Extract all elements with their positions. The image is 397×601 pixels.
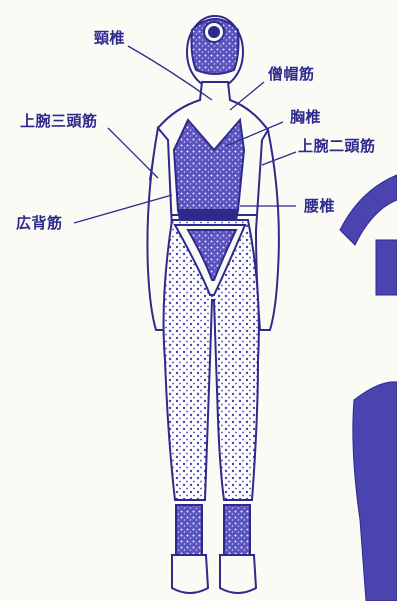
head [187, 16, 243, 88]
label-cervical: 頸椎 [94, 31, 125, 46]
label-latissimus: 広背筋 [16, 216, 63, 231]
label-lumbar: 腰椎 [304, 199, 335, 214]
label-thoracic: 胸椎 [290, 110, 321, 125]
label-biceps: 上腕二頭筋 [298, 139, 376, 154]
label-trapezius: 僧帽筋 [268, 67, 315, 82]
second-figure [340, 175, 397, 601]
label-triceps: 上腕三頭筋 [20, 114, 98, 129]
legs [164, 220, 259, 500]
feet [172, 505, 256, 593]
